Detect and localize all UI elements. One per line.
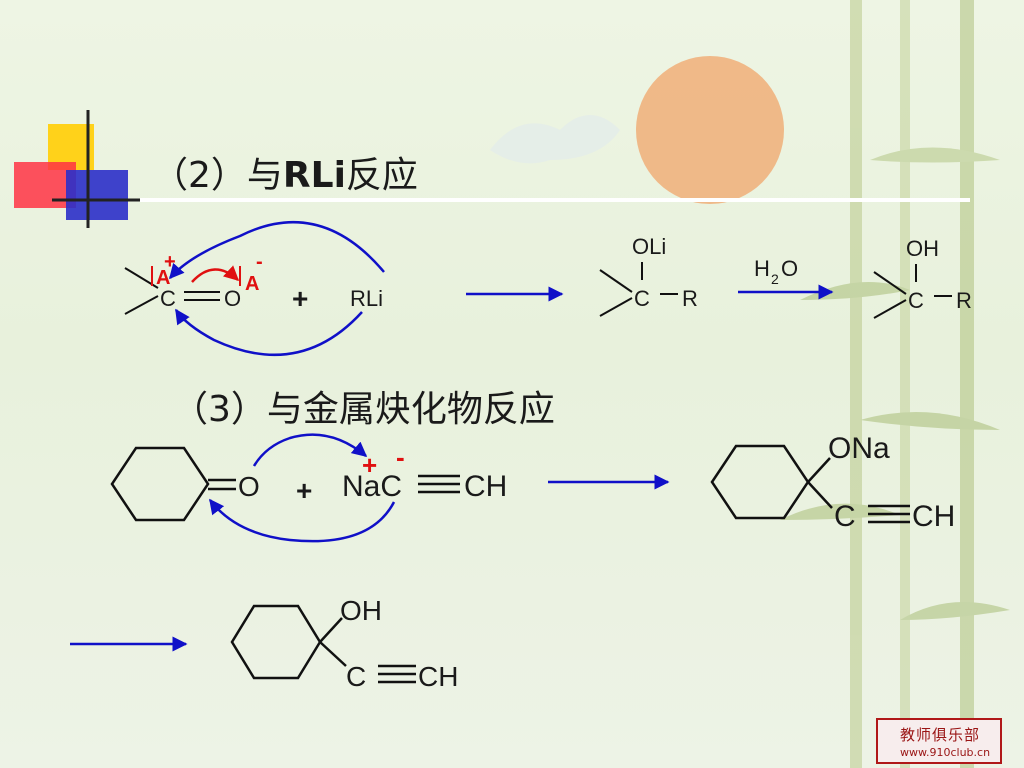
section-3-text: 与金属炔化物反应 bbox=[266, 389, 555, 430]
title-bullet-decoration bbox=[14, 110, 140, 228]
section-3-number: （3） bbox=[172, 389, 267, 430]
acetylide-nac: NaC bbox=[342, 470, 402, 503]
electron-shift-arrow bbox=[191, 265, 240, 283]
sun-decoration bbox=[636, 56, 784, 204]
partial-charge-label-c: A bbox=[156, 267, 170, 289]
product-alkyne-carbon: C bbox=[346, 661, 366, 692]
cyclohexanone: O bbox=[110, 446, 260, 522]
watermark-stamp: 教师俱乐部 www.910club.cn bbox=[876, 718, 1002, 764]
ketone-oxygen: O bbox=[238, 471, 260, 502]
section-2-suffix: 反应 bbox=[345, 155, 418, 196]
alkyne-ch-intermediate: CH bbox=[912, 500, 955, 533]
propargyl-alcohol-product: OH C CH bbox=[230, 595, 458, 692]
hydroxyl-group: OH bbox=[906, 236, 939, 261]
carbonyl-carbon: C bbox=[160, 286, 176, 311]
carbonyl-reactant: C O A + A - bbox=[124, 251, 263, 315]
water-o: O bbox=[781, 256, 798, 281]
watermark-line-2: www.910club.cn bbox=[900, 746, 991, 759]
acetylide-negative-sign: - bbox=[396, 442, 405, 472]
cloud-decoration bbox=[490, 115, 620, 164]
water-subscript: 2 bbox=[771, 271, 779, 287]
product-alkyne-ch: CH bbox=[418, 661, 458, 692]
curved-arrow-li-to-oxygen bbox=[174, 308, 363, 357]
section-2-title: （2）与RLi反应 bbox=[152, 146, 418, 198]
acetylide-positive-sign: + bbox=[362, 450, 377, 480]
watermark-line-1: 教师俱乐部 bbox=[900, 726, 981, 744]
carbonyl-oxygen: O bbox=[224, 286, 241, 311]
alkoxide-intermediate: OLi C R bbox=[599, 234, 698, 317]
curved-arrow-r-to-carbon bbox=[169, 220, 385, 280]
product-hydroxyl: OH bbox=[340, 595, 382, 626]
acetylide-ch: CH bbox=[464, 470, 507, 503]
section-2-reagent: RLi bbox=[282, 155, 346, 196]
intermediate-r-group: R bbox=[682, 286, 698, 311]
section-2-plus: + bbox=[292, 283, 308, 314]
curved-arrow-oxygen-to-sodium bbox=[252, 433, 368, 467]
product-carbon: C bbox=[908, 288, 924, 313]
sodium-alkoxide-intermediate: ONa C CH bbox=[710, 432, 955, 533]
partial-positive-sign: + bbox=[164, 251, 176, 273]
sodium-oxide-group: ONa bbox=[828, 432, 890, 465]
water-h: H bbox=[754, 256, 770, 281]
bamboo-decoration bbox=[780, 0, 1010, 768]
alcohol-product: OH C R bbox=[873, 236, 972, 319]
section-3-title: （3）与金属炔化物反应 bbox=[172, 380, 555, 432]
section-3-plus: + bbox=[296, 475, 312, 506]
curved-arrow-carbanion-to-carbonyl bbox=[209, 498, 396, 543]
sodium-acetylide: + - NaC CH bbox=[342, 442, 507, 503]
rli-reagent: RLi bbox=[350, 286, 383, 311]
section-2-prefix: 与 bbox=[246, 155, 283, 196]
intermediate-carbon: C bbox=[634, 286, 650, 311]
alkyne-carbon-intermediate: C bbox=[834, 500, 856, 533]
partial-negative-sign: - bbox=[256, 251, 263, 273]
olithium-group: OLi bbox=[632, 234, 666, 259]
section-2-number: （2） bbox=[152, 155, 247, 196]
product-r-group: R bbox=[956, 288, 972, 313]
partial-charge-label-o: A bbox=[245, 273, 259, 295]
